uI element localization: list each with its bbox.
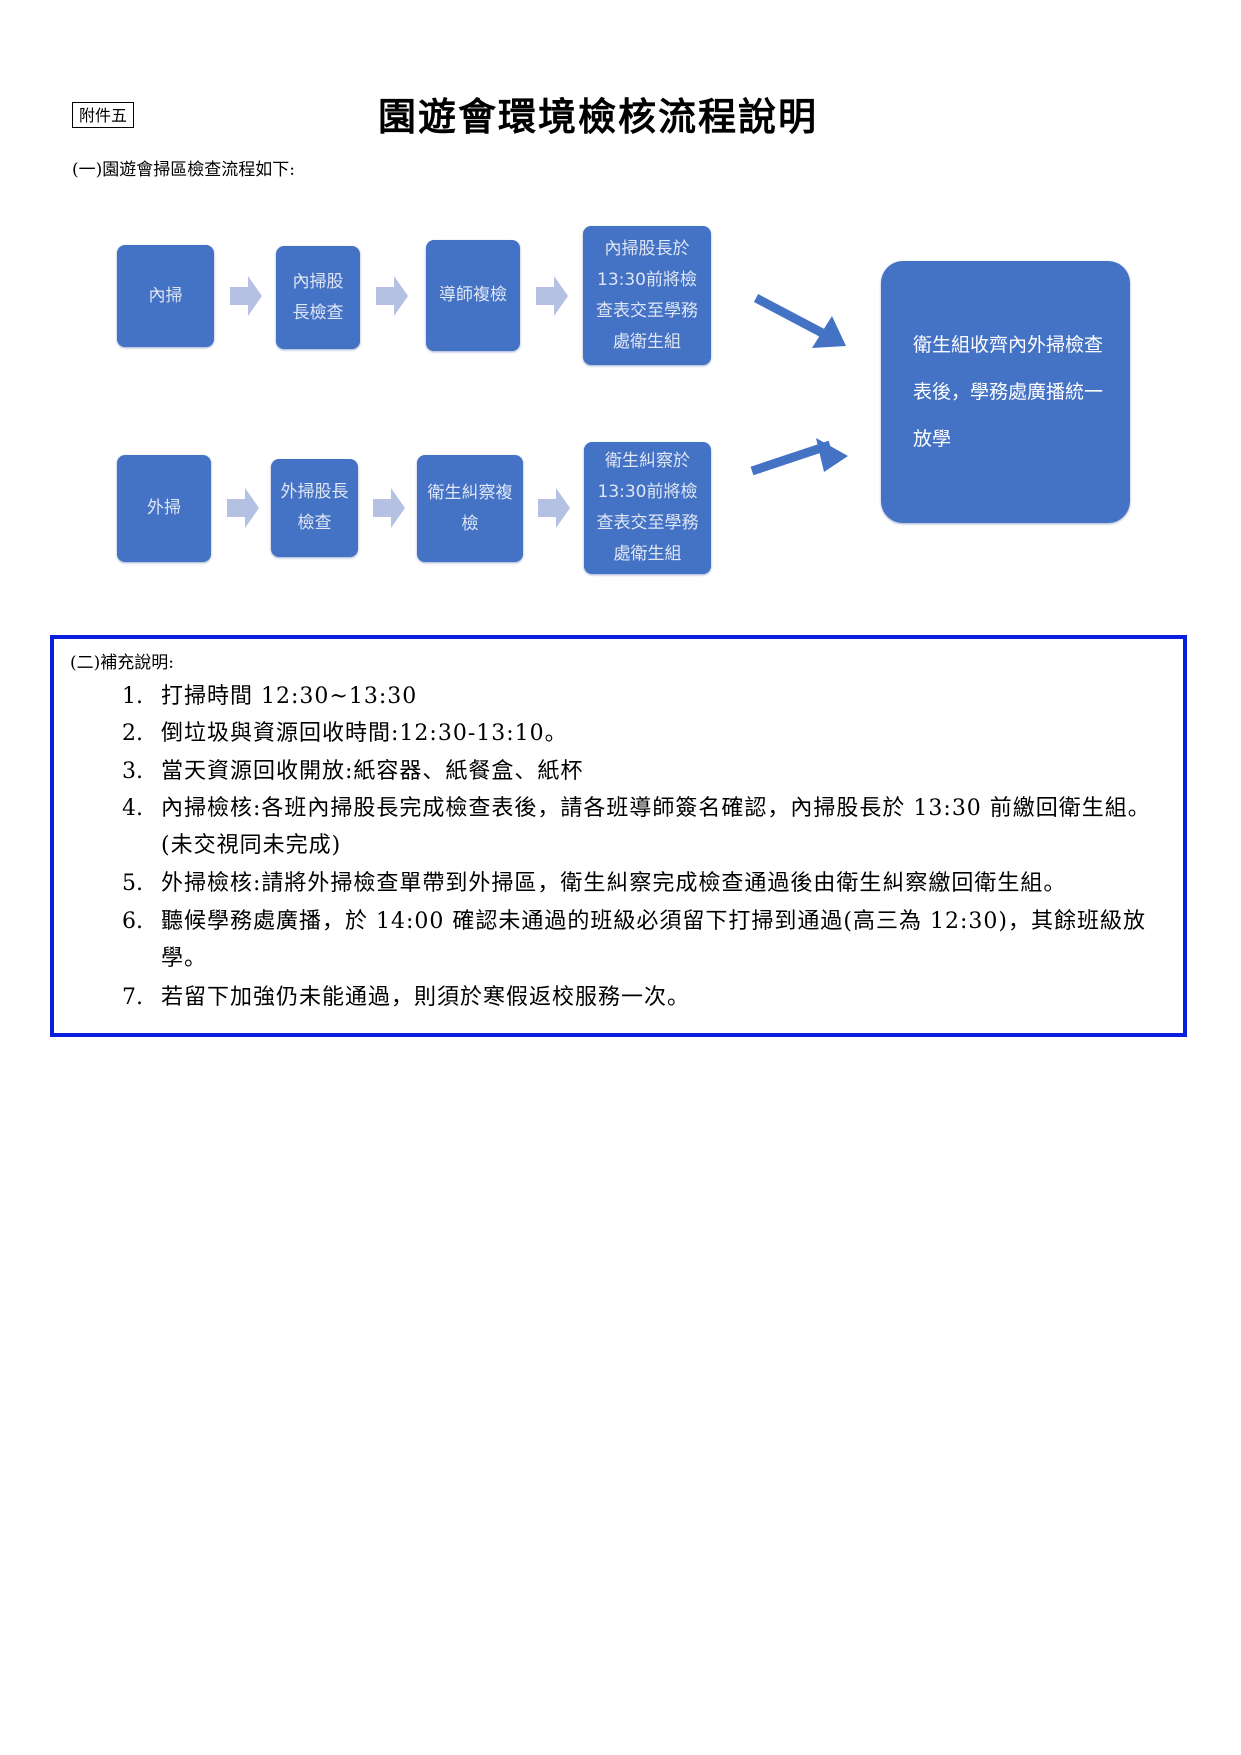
arrow-right-icon: [538, 488, 570, 528]
supplementary-notes-box: [50, 635, 1187, 1037]
flow-box-indoor-submit: 內掃股長於13:30前將檢查表交至學務處衛生組: [583, 226, 711, 365]
flow-text: 外掃: [147, 498, 181, 518]
flow-text: 衛生糾察於13:30前將檢查表交至學務處衛生組: [596, 451, 699, 564]
note-text: 外掃檢核:請將外掃檢查單帶到外掃區，衛生糾察完成檢查通過後由衛生糾察繳回衛生組。: [161, 871, 1067, 896]
note-text: 若留下加強仍未能通過，則須於寒假返校服務一次。: [161, 985, 691, 1010]
section1-heading: (一)園遊會掃區檢查流程如下:: [72, 160, 295, 180]
note-item: 7. 若留下加強仍未能通過，則須於寒假返校服務一次。: [122, 979, 1172, 1016]
arrow-right-icon: [536, 276, 568, 316]
arrow-up-right-icon: [750, 438, 848, 476]
page-title: 園遊會環境檢核流程說明: [377, 94, 818, 139]
flow-text: 內掃股長於13:30前將檢查表交至學務處衛生組: [596, 238, 698, 352]
arrow-right-icon: [227, 488, 259, 528]
note-item: 6. 聽候學務處廣播，於 14:00 確認未通過的班級必須留下打掃到通過(高三為 …: [122, 903, 1172, 977]
note-item: 2. 倒垃圾與資源回收時間:12:30-13:10。: [122, 715, 1172, 752]
note-text: 內掃檢核:各班內掃股長完成檢查表後，請各班導師簽名確認，內掃股長於 13:30 …: [161, 796, 1151, 858]
flow-text: 衛生糾察複檢: [427, 482, 513, 534]
note-number: 3.: [122, 759, 143, 784]
note-number: 6.: [122, 909, 143, 934]
flow-box-indoor-leader-check: 內掃股長檢查: [276, 246, 360, 349]
flow-box-final: 衛生組收齊內外掃檢查表後，學務處廣播統一放學: [881, 261, 1130, 523]
flow-box-outdoor: 外掃: [117, 455, 211, 562]
flow-text: 導師複檢: [439, 285, 507, 305]
note-text: 打掃時間 12:30~13:30: [161, 684, 418, 709]
arrow-right-icon: [376, 276, 408, 316]
arrow-right-icon: [373, 488, 405, 528]
flow-box-outdoor-leader-check: 外掃股長檢查: [271, 459, 358, 557]
arrow-right-icon: [230, 276, 262, 316]
note-number: 1.: [122, 684, 143, 709]
diagonal-arrows: [750, 294, 848, 476]
flow-box-indoor: 內掃: [117, 245, 214, 347]
note-number: 7.: [122, 985, 143, 1010]
flow-text: 內掃: [148, 285, 183, 306]
section2-heading: (二)補充說明:: [70, 653, 174, 673]
note-item: 3. 當天資源回收開放:紙容器、紙餐盒、紙杯: [122, 753, 1172, 790]
note-number: 4.: [122, 796, 143, 821]
note-text: 聽候學務處廣播，於 14:00 確認未通過的班級必須留下打掃到通過(高三為 12…: [161, 909, 1146, 971]
note-number: 2.: [122, 721, 143, 746]
flow-text: 衛生組收齊內外掃檢查表後，學務處廣播統一放學: [913, 333, 1104, 450]
arrow-down-right-icon: [753, 294, 846, 348]
note-item: 4. 內掃檢核:各班內掃股長完成檢查表後，請各班導師簽名確認，內掃股長於 13:3…: [122, 790, 1172, 864]
note-number: 5.: [122, 871, 143, 896]
flow-text: 外掃股長檢查: [280, 482, 349, 533]
flow-text: 內掃股長檢查: [292, 271, 344, 323]
note-item: 1. 打掃時間 12:30~13:30: [122, 678, 1172, 715]
flow-box-outdoor-submit: 衛生糾察於13:30前將檢查表交至學務處衛生組: [584, 442, 711, 574]
note-item: 5. 外掃檢核:請將外掃檢查單帶到外掃區，衛生糾察完成檢查通過後由衛生糾察繳回衛生…: [122, 865, 1172, 902]
flow-box-teacher-recheck: 導師複檢: [426, 240, 520, 351]
note-text: 當天資源回收開放:紙容器、紙餐盒、紙杯: [161, 759, 584, 784]
attachment-label: 附件五: [72, 102, 134, 128]
flow-box-patrol-recheck: 衛生糾察複檢: [417, 455, 523, 562]
note-text: 倒垃圾與資源回收時間:12:30-13:10。: [161, 721, 568, 746]
